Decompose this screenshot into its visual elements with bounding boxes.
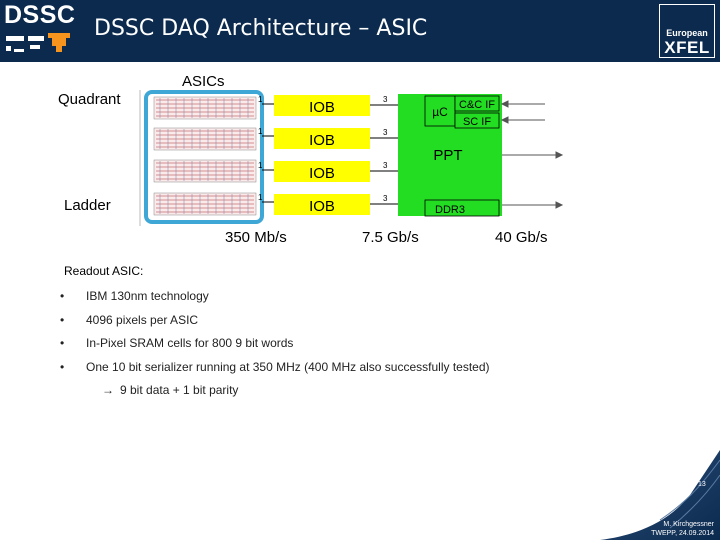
iob-box-1 [274,95,370,116]
asics-label: ASICs [182,73,225,90]
header-bar: DSSC DSSC DAQ Architecture – ASIC Europe… [0,0,720,62]
xfel-logo-line1: European [666,28,708,38]
rate-iob: 7.5 Gb/s [362,229,419,246]
conference-date: TWEPP, 24.09.2014 [651,530,714,537]
bullet-symbol: • [60,359,65,374]
european-xfel-logo: European XFEL [656,0,718,62]
cc-if-box [454,95,500,112]
xfel-logo-frame [659,4,715,58]
cc-if-label: C&C IF [459,99,495,111]
ladder-label: Ladder [64,197,111,214]
bullet-symbol: • [60,289,65,303]
dssc-logo-graphic [6,33,70,52]
asic-chip-row-4 [153,192,257,216]
rate-asic: 350 Mb/s [225,229,287,246]
asic-link-count-4: 1 [258,193,263,202]
asic-iob-links [262,103,274,203]
iob-label-2: IOB [309,132,335,149]
uc-label: µC [432,105,448,119]
iob-link-count-2: 3 [383,128,388,137]
xfel-logo-line2: XFEL [664,38,710,57]
asic-link-count-3: 1 [258,161,263,170]
list-item-text: IBM 130nm technology [86,289,209,303]
sc-if-box [454,112,500,129]
asic-chip-row-3 [153,159,257,183]
iob-box-3 [274,161,370,182]
sub-item-text: 9 bit data + 1 bit parity [120,383,239,397]
asic-chip-row-2 [153,127,257,151]
rate-out: 40 Gb/s [495,229,548,246]
list-item-text: In-Pixel SRAM cells for 800 9 bit words [86,336,294,350]
iob-label-1: IOB [309,99,335,116]
iob-link-count-3: 3 [383,161,388,170]
quadrant-label: Quadrant [58,91,121,108]
asic-chip-row-1 [153,96,257,120]
asic-link-count-2: 1 [258,127,263,136]
footer-corner-graphic [600,450,720,540]
author: M. Kirchgessner [663,521,714,528]
dssc-logo-text: DSSC [4,1,76,29]
asic-link-count-1: 1 [258,95,263,104]
ddr3-label: DDR3 [435,204,465,216]
arrow-right-icon: → [102,383,114,397]
iob-ppt-links [370,104,398,205]
parity-sub-item: → 9 bit data + 1 bit parity [102,383,238,397]
readout-asic-heading: Readout ASIC: [64,264,144,278]
list-item-text: One 10 bit serializer running at 350 MHz… [86,359,490,374]
ppt-label: PPT [433,147,462,164]
uc-box [424,95,456,127]
ddr3-box [424,199,500,217]
external-arrows [500,100,564,209]
iob-box-4 [274,194,370,215]
page-title: DSSC DAQ Architecture – ASIC [94,16,428,41]
iob-box-2 [274,128,370,149]
page-number: 13 [698,481,706,488]
list-item-text: 4096 pixels per ASIC [86,312,199,327]
iob-link-count-1: 3 [383,95,388,104]
bullet-symbol: • [60,312,65,327]
asic-architecture-diagram: Quadrant Ladder ASICs 1 1 1 1 IOB IOB [58,73,564,246]
iob-link-count-4: 3 [383,194,388,203]
dssc-logo: DSSC [0,0,86,62]
asic-group-highlight [144,90,264,224]
sc-if-label: SC IF [463,116,491,128]
iob-label-4: IOB [309,198,335,215]
bullet-symbol: • [60,336,65,350]
iob-label-3: IOB [309,165,335,182]
